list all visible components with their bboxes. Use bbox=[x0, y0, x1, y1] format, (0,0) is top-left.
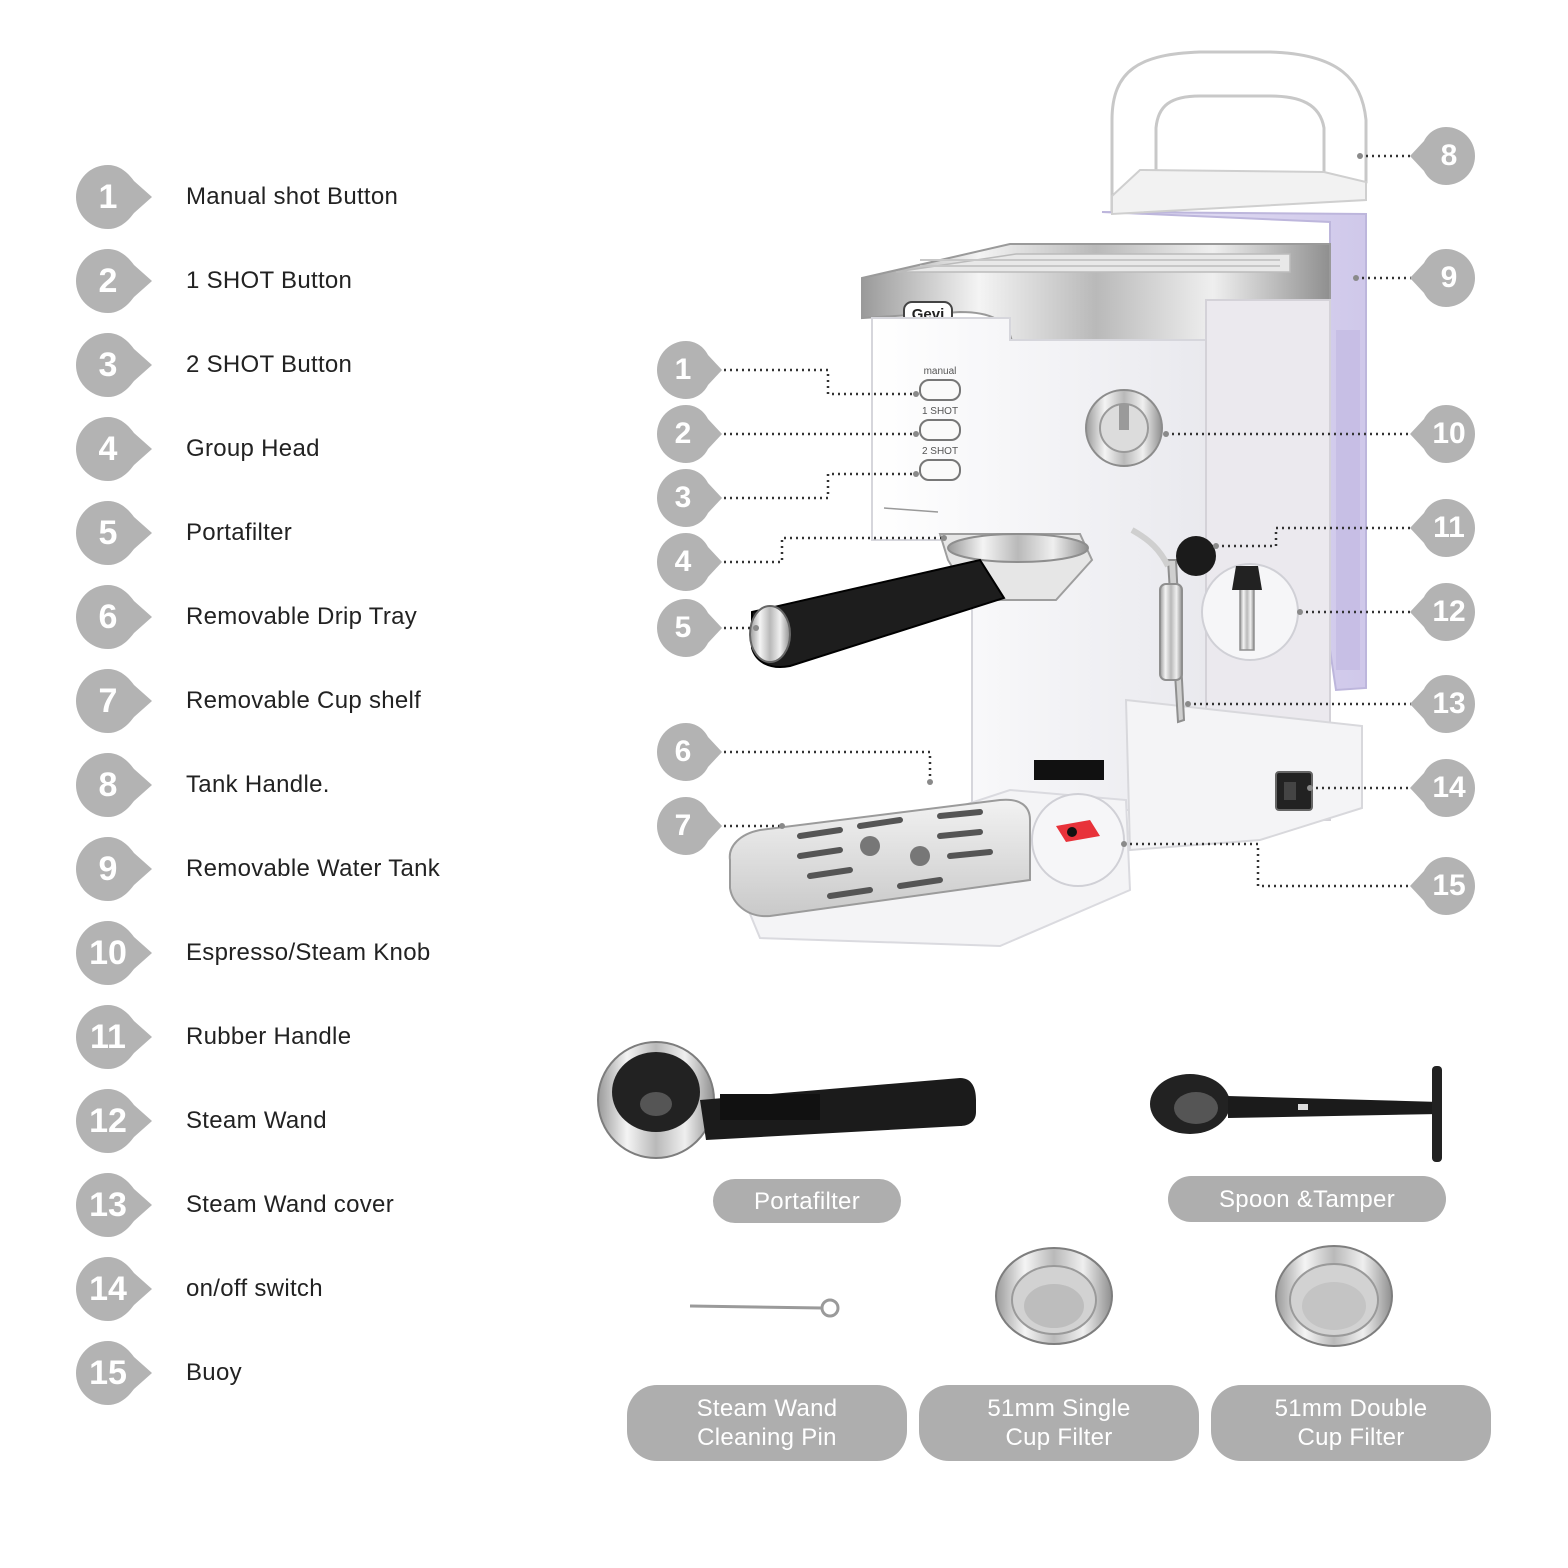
callout-3: 3 bbox=[657, 469, 722, 527]
callout-11: 11 bbox=[1410, 499, 1475, 557]
legend-item-6: 6 Removable Drip Tray bbox=[76, 585, 596, 649]
number-badge: 8 bbox=[76, 753, 152, 817]
one-shot-label: 1 SHOT bbox=[922, 406, 958, 417]
callout-2: 2 bbox=[657, 405, 722, 463]
cup-shelf bbox=[728, 798, 1031, 918]
number-badge: 7 bbox=[76, 669, 152, 733]
tank-window bbox=[1336, 330, 1360, 670]
portafilter-image bbox=[597, 1041, 976, 1159]
number-badge: 12 bbox=[76, 1089, 152, 1153]
callout-12: 12 bbox=[1410, 583, 1475, 641]
callout-8: 8 bbox=[1410, 127, 1475, 185]
legend-label: Steam Wand cover bbox=[186, 1191, 394, 1218]
number-badge: 15 bbox=[76, 1341, 152, 1405]
legend-label: Portafilter bbox=[186, 519, 293, 546]
cleaning-pin-image bbox=[689, 1298, 840, 1318]
legend-label: Removable Drip Tray bbox=[186, 603, 418, 630]
machine-base bbox=[1124, 698, 1363, 852]
legend-item-10: 10 Espresso/Steam Knob bbox=[76, 921, 596, 985]
manual-button bbox=[919, 379, 961, 401]
tank-handle bbox=[1110, 50, 1368, 213]
rubber-handle bbox=[1176, 536, 1216, 576]
callout-9: 9 bbox=[1410, 249, 1475, 307]
legend-item-1: 1 Manual shot Button bbox=[76, 165, 596, 229]
callout-15: 15 bbox=[1410, 857, 1475, 915]
manual-label: manual bbox=[924, 366, 957, 377]
one-shot-button bbox=[919, 419, 961, 441]
legend-item-4: 4 Group Head bbox=[76, 417, 596, 481]
legend-label: Manual shot Button bbox=[186, 183, 399, 210]
number-badge: 11 bbox=[76, 1005, 152, 1069]
callout-14: 14 bbox=[1410, 759, 1475, 817]
legend-label: Removable Cup shelf bbox=[186, 687, 422, 714]
legend-item-7: 7 Removable Cup shelf bbox=[76, 669, 596, 733]
callout-5: 5 bbox=[657, 599, 722, 657]
legend-item-9: 9 Removable Water Tank bbox=[76, 837, 596, 901]
number-badge: 14 bbox=[76, 1257, 152, 1321]
number-badge: 3 bbox=[76, 333, 152, 397]
legend-label: Buoy bbox=[186, 1359, 242, 1386]
legend-label: 1 SHOT Button bbox=[186, 267, 353, 294]
legend-item-15: 15 Buoy bbox=[76, 1341, 596, 1405]
legend-item-3: 3 2 SHOT Button bbox=[76, 333, 596, 397]
spoon-tamper-label: Spoon &Tamper bbox=[1168, 1176, 1446, 1222]
legend-item-13: 13 Steam Wand cover bbox=[76, 1173, 596, 1237]
callout-1: 1 bbox=[657, 341, 722, 399]
legend-item-12: 12 Steam Wand bbox=[76, 1089, 596, 1153]
callout-6: 6 bbox=[657, 723, 722, 781]
steam-wand-cover bbox=[1159, 583, 1183, 681]
legend-label: Rubber Handle bbox=[186, 1023, 352, 1050]
legend-item-5: 5 Portafilter bbox=[76, 501, 596, 565]
number-badge: 6 bbox=[76, 585, 152, 649]
number-badge: 1 bbox=[76, 165, 152, 229]
callout-7: 7 bbox=[657, 797, 722, 855]
number-badge: 4 bbox=[76, 417, 152, 481]
buoy bbox=[1056, 820, 1100, 842]
legend-label: Removable Water Tank bbox=[186, 855, 441, 882]
two-shot-label: 2 SHOT bbox=[922, 446, 958, 457]
number-badge: 5 bbox=[76, 501, 152, 565]
legend-label: Steam Wand bbox=[186, 1107, 327, 1134]
number-badge: 2 bbox=[76, 249, 152, 313]
legend-item-2: 2 1 SHOT Button bbox=[76, 249, 596, 313]
legend-item-14: 14 on/off switch bbox=[76, 1257, 596, 1321]
legend-label: Espresso/Steam Knob bbox=[186, 939, 431, 966]
legend-label: on/off switch bbox=[186, 1275, 323, 1302]
number-badge: 13 bbox=[76, 1173, 152, 1237]
legend-item-11: 11 Rubber Handle bbox=[76, 1005, 596, 1069]
spoon-tamper-image bbox=[1150, 1066, 1442, 1162]
legend-label: Tank Handle. bbox=[186, 771, 330, 798]
double-filter-image bbox=[1275, 1245, 1393, 1347]
number-badge: 10 bbox=[76, 921, 152, 985]
buoy-zoom bbox=[1031, 793, 1125, 887]
two-shot-button bbox=[919, 459, 961, 481]
callout-10: 10 bbox=[1410, 405, 1475, 463]
legend-label: 2 SHOT Button bbox=[186, 351, 353, 378]
portafilter-label: Portafilter bbox=[713, 1179, 901, 1223]
legend-item-8: 8 Tank Handle. bbox=[76, 753, 596, 817]
single-filter-image bbox=[995, 1247, 1113, 1345]
legend-label: Group Head bbox=[186, 435, 320, 462]
callout-4: 4 bbox=[657, 533, 722, 591]
callout-13: 13 bbox=[1410, 675, 1475, 733]
number-badge: 9 bbox=[76, 837, 152, 901]
